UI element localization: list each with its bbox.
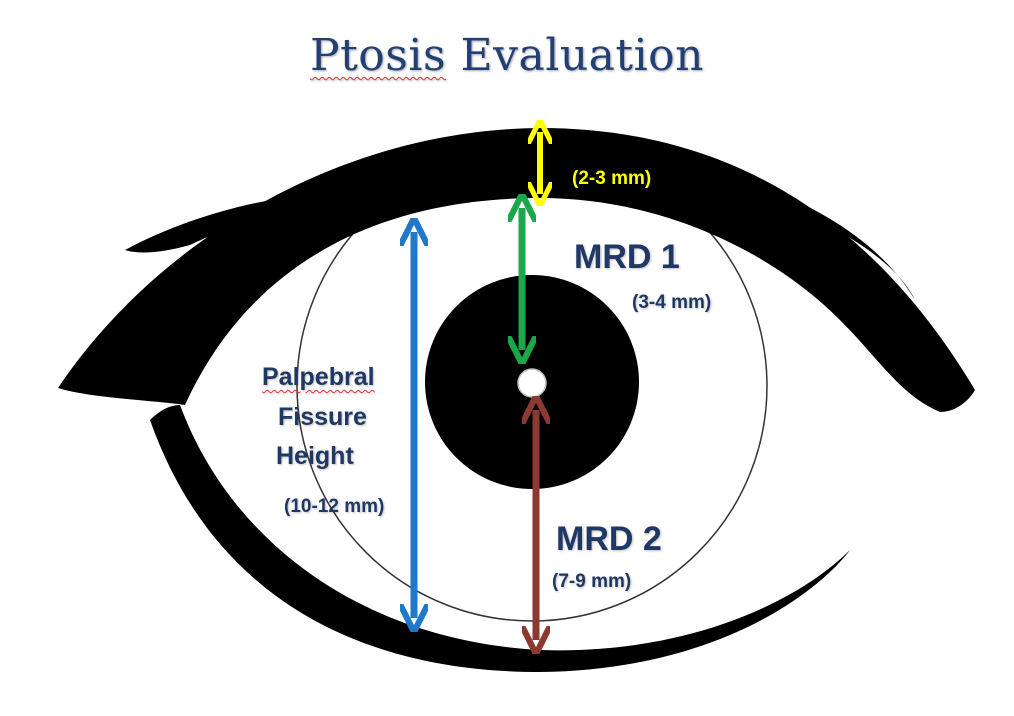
mrd2-label: MRD 2 — [556, 520, 662, 558]
pfh-label-line2: Fissure — [278, 403, 367, 431]
pfh-range-label: (10-12 mm) — [284, 496, 385, 517]
title-word-ptosis: Ptosis — [310, 30, 447, 81]
page-title: Ptosis Evaluation — [0, 30, 1014, 81]
title-word-evaluation: Evaluation — [460, 30, 704, 81]
light-reflex — [517, 368, 547, 398]
levator-range-label: (2-3 mm) — [572, 168, 652, 189]
pfh-label-line1: Palpebral — [262, 357, 375, 397]
pfh-label-line3: Height — [276, 442, 354, 470]
lower-eyelid — [150, 405, 850, 672]
pfh-label-palpebral: Palpebral — [262, 363, 375, 391]
mrd2-range-label: (7-9 mm) — [552, 571, 632, 592]
mrd1-label: MRD 1 — [574, 238, 680, 276]
upper-left-flick — [125, 190, 380, 253]
mrd1-range-label: (3-4 mm) — [632, 292, 712, 313]
